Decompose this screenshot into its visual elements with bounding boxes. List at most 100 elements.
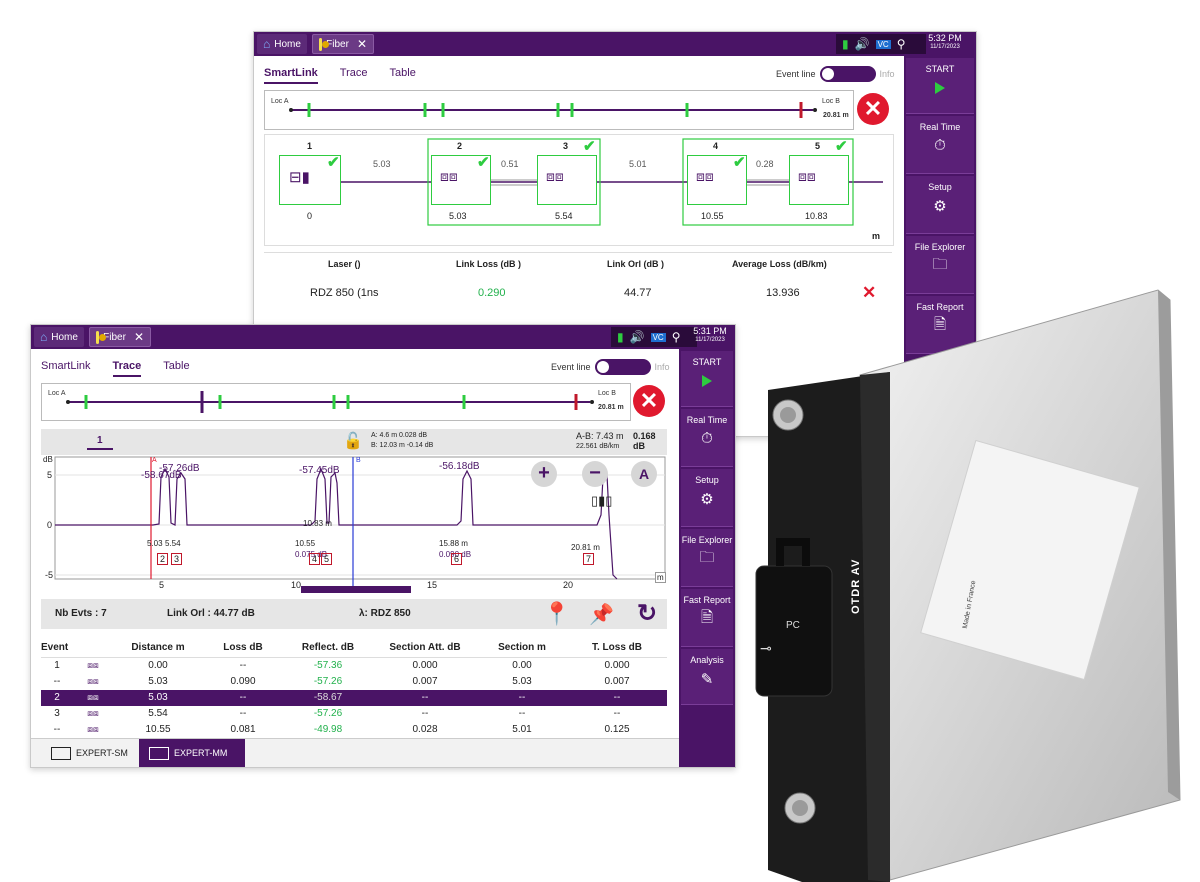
location-pin-icon[interactable]: 📍 [543, 601, 571, 626]
clock: 5:32 PM 11/17/2023 [928, 33, 962, 51]
analysis-icon: ✎ [700, 671, 714, 688]
link-overview-bar[interactable]: Loc A Loc B 20.81 m [41, 383, 631, 421]
expert-mm-tab[interactable]: EXPERT-MM [139, 739, 245, 767]
report-icon: 🗎 [700, 609, 714, 626]
tab-table[interactable]: Table [163, 360, 190, 372]
connector-icon: ⧈⧈ [798, 168, 816, 184]
module-illustration [755, 289, 1181, 882]
fiber-tab[interactable]: Fiber ✕ [89, 327, 151, 347]
realtime-button[interactable]: Real Time ⏱ [906, 116, 974, 174]
setup-button[interactable]: Setup ⚙ [681, 469, 733, 527]
close-tab-icon[interactable]: ✕ [356, 37, 367, 51]
close-tab-icon[interactable]: ✕ [133, 330, 144, 344]
event-badge[interactable]: 4 [309, 553, 321, 565]
event-line-control: Event line Info [551, 359, 670, 375]
network-icon[interactable]: ⚲ [896, 37, 906, 51]
home-tab[interactable]: ⌂ Home [257, 34, 307, 54]
otdr-trace-plot[interactable]: dB 5 0 -5 5 10 15 20 m A B -57.26dB -58.… [41, 455, 667, 593]
mode-tabs: EXPERT-SM EXPERT-MM [31, 738, 689, 767]
status-icons: ▮ 🔊 VC ⚲ [611, 327, 697, 347]
report-icon: 🗎 [933, 316, 947, 333]
gear-icon: ⚙ [700, 491, 714, 508]
cursor-b-readout: B: 12.03 m -0.14 dB [371, 442, 434, 449]
fiber-app-icon [96, 330, 107, 344]
pin-icon[interactable]: 📌 [589, 604, 614, 626]
table-row[interactable]: -- ⧈⧈ 10.55 0.081 -49.98 0.028 5.01 0.12… [53, 724, 630, 735]
tab-smartlink[interactable]: SmartLink [264, 67, 318, 84]
event-node-2[interactable] [431, 155, 491, 205]
play-icon [702, 375, 712, 387]
refresh-icon[interactable]: ↻ [637, 600, 658, 627]
otdr-module-photo: ⊸ PC OTDR AV Made in France [740, 280, 1200, 882]
event-line-control: Event line Info [776, 66, 895, 82]
gear-icon: ⚙ [933, 198, 947, 215]
event-badge[interactable]: 3 [171, 553, 183, 565]
connector-icon: ⧈⧈ [87, 676, 99, 686]
table-row-selected[interactable]: 2 ⧈⧈ 5.03 -- -58.67 -- -- -- [41, 689, 667, 706]
expert-sm-tab[interactable]: EXPERT-SM [41, 739, 139, 767]
analysis-button[interactable]: Analysis ✎ [681, 649, 733, 705]
zoom-in-button[interactable]: + [531, 461, 557, 487]
event-node-5[interactable] [789, 155, 849, 205]
link-overview-bar[interactable]: Loc A Loc B 20.81 m [264, 90, 854, 130]
start-button[interactable]: START [906, 58, 974, 114]
zoom-out-button[interactable]: − [582, 461, 608, 487]
network-icon[interactable]: ⚲ [671, 330, 681, 344]
connector-key-icon: ⊸ [760, 640, 772, 656]
speaker-icon[interactable]: 🔊 [629, 330, 645, 344]
table-row[interactable]: 1 ⧈⧈ 0.00 -- -57.36 0.000 0.00 0.000 [41, 657, 667, 674]
end-connector-icon: ▯▮▯ [591, 493, 613, 508]
folder-icon: 🗀 [699, 549, 715, 566]
start-button[interactable]: START [681, 351, 733, 407]
trace-mini-icon [51, 746, 71, 760]
title-bar: ⌂ Home Fiber ✕ ▮ 🔊 VC ⚲ 5:31 PM 11/17/20… [31, 325, 735, 349]
overview-line [289, 102, 817, 118]
trace-tab-1[interactable]: 1 [87, 435, 113, 450]
table-row[interactable]: 3 ⧈⧈ 5.54 -- -57.26 -- -- -- [54, 708, 621, 719]
cursor-a-readout: A: 4.6 m 0.028 dB [371, 432, 428, 439]
file-explorer-button[interactable]: File Explorer 🗀 [906, 236, 974, 294]
event-badge[interactable]: 5 [321, 553, 333, 565]
event-line-toggle[interactable] [594, 359, 651, 375]
connector-icon: ⧈⧈ [696, 168, 714, 184]
trace-info-bar: Nb Evts : 7 Link Orl : 44.77 dB λ: RDZ 8… [41, 599, 667, 629]
event-line-toggle[interactable] [819, 66, 876, 82]
event-badge[interactable]: 7 [583, 553, 595, 565]
status-icons: ▮ 🔊 VC ⚲ [836, 34, 926, 54]
event-node-3[interactable] [537, 155, 597, 205]
speaker-icon[interactable]: 🔊 [854, 37, 870, 51]
event-badge[interactable]: 6 [451, 553, 463, 565]
check-icon: ✔ [733, 154, 746, 171]
auto-zoom-button[interactable]: A [631, 461, 657, 487]
title-bar: ⌂ Home Fiber ✕ ▮ 🔊 VC ⚲ 5:32 PM 11/17/20… [254, 32, 976, 56]
overview-line [66, 391, 594, 413]
stop-red-button[interactable]: ✕ [857, 93, 889, 125]
stopwatch-icon: ⏱ [701, 430, 713, 447]
tab-trace[interactable]: Trace [112, 360, 142, 377]
realtime-button[interactable]: Real Time ⏱ [681, 409, 733, 467]
trace-svg [54, 456, 666, 593]
setup-button[interactable]: Setup ⚙ [906, 176, 974, 234]
event-node-4[interactable] [687, 155, 747, 205]
file-explorer-button[interactable]: File Explorer 🗀 [681, 529, 733, 587]
tab-smartlink[interactable]: SmartLink [41, 360, 91, 372]
fiber-tab[interactable]: Fiber ✕ [312, 34, 374, 54]
stop-red-button[interactable]: ✕ [633, 385, 665, 417]
stopwatch-icon: ⏱ [934, 137, 946, 154]
event-node-1[interactable] [279, 155, 341, 205]
fast-report-button[interactable]: Fast Report 🗎 [906, 296, 974, 354]
tab-trace[interactable]: Trace [339, 67, 368, 79]
vnc-icon[interactable]: VC [650, 332, 666, 342]
home-tab[interactable]: ⌂ Home [34, 327, 84, 347]
check-icon: ✔ [327, 154, 340, 171]
vnc-icon[interactable]: VC [875, 39, 891, 49]
battery-icon: ▮ [617, 330, 624, 344]
tab-table[interactable]: Table [389, 67, 416, 79]
table-row[interactable]: -- ⧈⧈ 5.03 0.090 -57.26 0.007 5.03 0.007 [53, 676, 630, 687]
fast-report-button[interactable]: Fast Report 🗎 [681, 589, 733, 647]
connector-icon: ⧈⧈ [87, 660, 99, 670]
check-icon: ✔ [835, 138, 848, 155]
event-badge[interactable]: 2 [157, 553, 169, 565]
lock-icon[interactable]: 🔓 [343, 433, 363, 450]
link-diagram: ⊟▮ ⧈⧈ ⧈⧈ ⧈⧈ ⧈⧈ ✔ ✔ ✔ ✔ ✔ 1 2 3 4 5 0 5.0… [264, 134, 894, 246]
